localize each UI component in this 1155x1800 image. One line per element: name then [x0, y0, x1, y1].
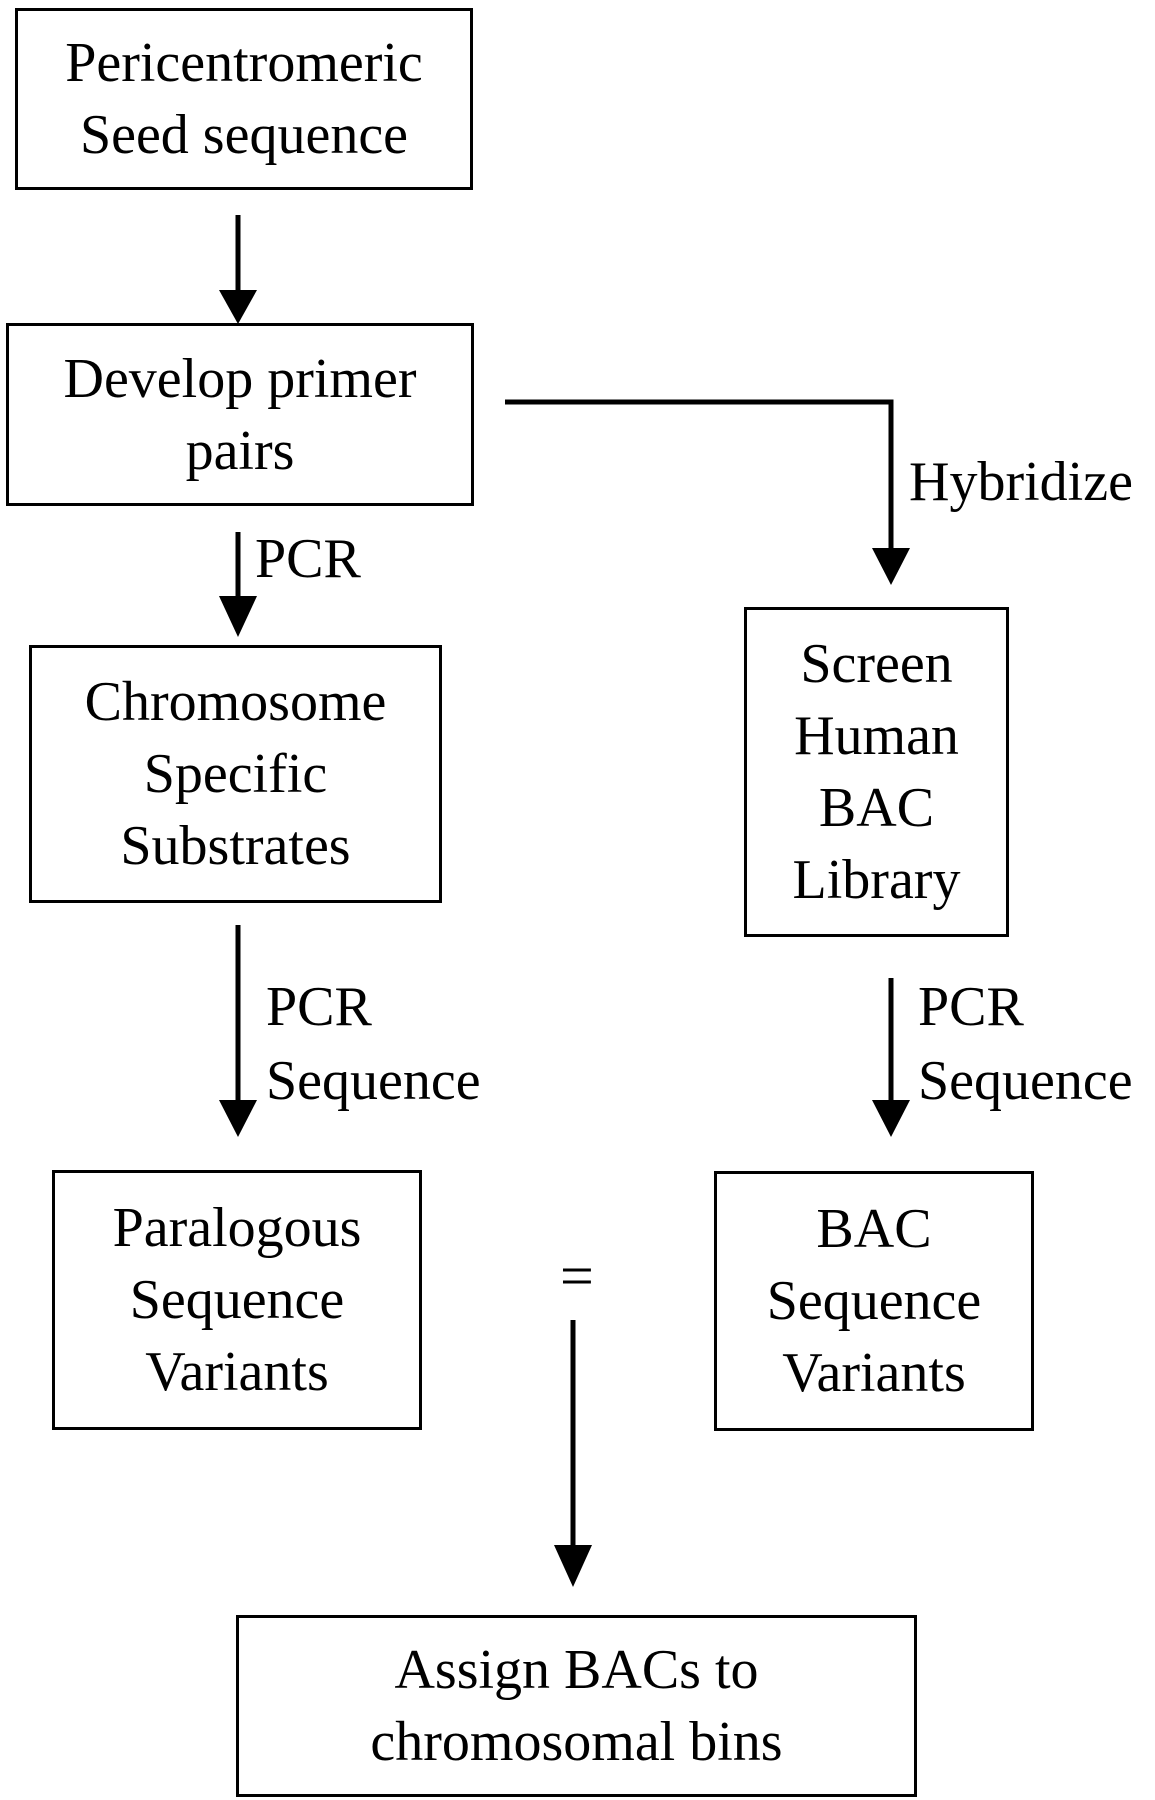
arrow-head: [219, 290, 257, 324]
hybridize-label: Hybridize: [909, 451, 1133, 513]
box-text: Screen: [800, 633, 953, 695]
box-text: pairs: [185, 419, 295, 482]
arrow-head: [872, 548, 910, 585]
bac-variants-box: BAC Sequence Variants: [714, 1171, 1034, 1431]
box-text: Assign BACs to: [394, 1639, 759, 1701]
box-text: BAC: [816, 1198, 932, 1260]
pcr-sequence-right-label: PCR Sequence: [918, 970, 1133, 1118]
box-text: Substrates: [120, 815, 351, 877]
arrow-head: [219, 1100, 257, 1137]
label-line: Sequence: [266, 1050, 481, 1112]
box-text: Human: [794, 705, 959, 767]
box-text: chromosomal bins: [370, 1711, 783, 1773]
box-text: Paralogous: [112, 1197, 362, 1259]
box-text: Chromosome: [84, 671, 387, 733]
paralogous-variants-box: Paralogous Sequence Variants: [52, 1170, 422, 1430]
label-line: PCR: [918, 976, 1024, 1038]
box-text: Library: [792, 849, 961, 911]
pcr-sequence-left-label: PCR Sequence: [266, 970, 481, 1118]
screen-bac-library-box: Screen Human BAC Library: [744, 607, 1009, 937]
arrow-head: [872, 1100, 910, 1137]
box-text: BAC: [818, 777, 935, 839]
box-text: Pericentromeric: [65, 32, 423, 94]
box-text: Sequence: [766, 1270, 982, 1332]
label-line: PCR: [266, 976, 372, 1038]
box-text: Seed sequence: [79, 104, 409, 166]
assign-bacs-box: Assign BACs to chromosomal bins: [236, 1615, 917, 1797]
arrow-head: [554, 1545, 592, 1587]
pcr-label: PCR: [255, 528, 361, 590]
equals-sign: =: [560, 1243, 594, 1309]
box-text: Variants: [145, 1341, 329, 1403]
box-text: Variants: [782, 1342, 966, 1404]
seed-sequence-box: Pericentromeric Seed sequence: [15, 8, 473, 190]
box-text: Sequence: [129, 1269, 345, 1331]
box-text: Develop primer: [63, 347, 417, 410]
chromosome-substrates-box: Chromosome Specific Substrates: [29, 645, 442, 903]
develop-primer-box: Develop primer pairs: [6, 323, 474, 506]
box-text: Specific: [143, 743, 328, 805]
label-line: Sequence: [918, 1050, 1133, 1112]
arrow-head: [219, 596, 257, 637]
